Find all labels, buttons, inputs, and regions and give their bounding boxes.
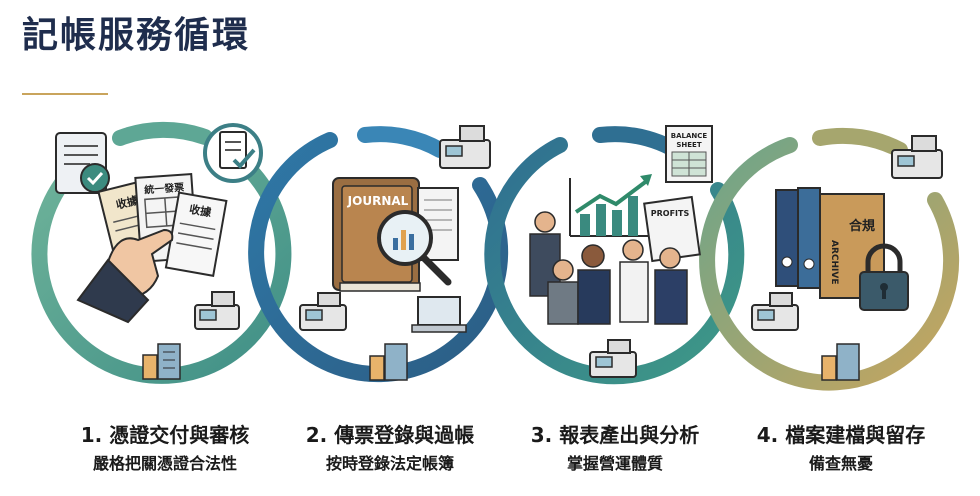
invoice-label: 統一發票	[144, 181, 185, 197]
magnifier-icon	[377, 210, 452, 286]
office-building-icon	[142, 343, 181, 380]
compliance-label: 合規	[849, 218, 875, 234]
balance-sheet-icon: BALANCE SHEET	[665, 125, 713, 183]
title-underline	[22, 93, 108, 95]
step-4-illustration: ARCHIVE 合規	[751, 135, 943, 381]
profits-report: PROFITS	[643, 195, 701, 263]
step-1-illustration: 收據 統一發票 收據	[55, 123, 263, 380]
journal-label: JOURNAL	[347, 194, 409, 208]
step-1: 1. 憑證交付與審核 嚴格把關憑證合法性	[55, 420, 275, 476]
archive-label: ARCHIVE	[829, 240, 839, 285]
office-building-icon	[369, 343, 408, 381]
step-3: 3. 報表產出與分析 掌握營運體質	[505, 420, 725, 476]
step-2: 2. 傳票登錄與過帳 按時登錄法定帳簿	[280, 420, 500, 476]
cash-register-icon	[891, 135, 943, 179]
binder-files: ARCHIVE 合規	[775, 187, 885, 299]
page-title: 記帳服務循環	[22, 15, 251, 56]
business-people	[529, 211, 688, 325]
cash-register-icon	[751, 292, 799, 331]
growth-chart-icon	[569, 174, 652, 237]
document-check-icon	[55, 132, 110, 194]
hand	[76, 228, 174, 324]
ring-step-4	[699, 127, 960, 391]
step-3-illustration: BALANCE SHEET PROFITS	[529, 125, 713, 378]
lock-icon	[859, 243, 909, 311]
balance-sheet-label-2: SHEET	[676, 141, 701, 149]
step-1-title: 1. 憑證交付與審核	[80, 423, 250, 447]
cash-register-icon	[439, 125, 491, 169]
step-2-title: 2. 傳票登錄與過帳	[305, 423, 475, 447]
cash-register-icon	[589, 339, 637, 378]
document-check-icon	[203, 123, 263, 183]
cash-register-icon	[299, 292, 347, 331]
cash-register-icon	[194, 291, 240, 330]
receipt-2: 收據	[164, 191, 228, 277]
balance-sheet-label-1: BALANCE	[671, 132, 708, 140]
step-4: 4. 檔案建檔與留存 備查無憂	[731, 420, 951, 476]
profits-label: PROFITS	[651, 209, 690, 218]
office-building-icon	[821, 343, 860, 381]
step-4-title: 4. 檔案建檔與留存	[756, 423, 926, 447]
receipt-1-label: 收據	[114, 193, 140, 212]
laptop-icon	[411, 296, 467, 333]
step-3-subtitle: 掌握營運體質	[566, 454, 663, 473]
receipt-2-label: 收據	[188, 202, 213, 220]
step-2-illustration: JOURNAL	[299, 125, 491, 381]
step-3-title: 3. 報表產出與分析	[530, 423, 700, 447]
step-4-subtitle: 備查無憂	[808, 454, 873, 473]
step-1-subtitle: 嚴格把關憑證合法性	[92, 454, 237, 473]
step-2-subtitle: 按時登錄法定帳簿	[325, 454, 454, 473]
